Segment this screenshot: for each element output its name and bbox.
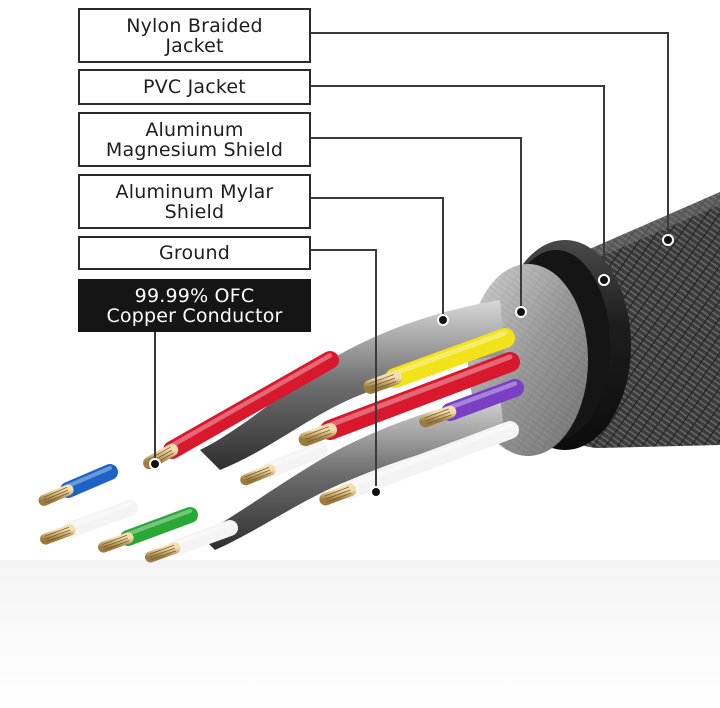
conductors	[38, 328, 524, 563]
wire-green	[98, 507, 198, 553]
copper-strand-line	[104, 540, 130, 551]
copper-strand-line	[45, 492, 70, 504]
copper-strand-line	[147, 446, 171, 461]
copper-strand-line	[45, 529, 71, 540]
copper-strand-line	[103, 537, 129, 548]
wire-yellow	[363, 328, 515, 394]
label-aluminum-mylar-shield: Aluminum Mylar Shield	[78, 174, 311, 229]
wire-insulation	[163, 351, 339, 459]
copper-strand-line	[44, 526, 70, 537]
wire-highlight	[392, 330, 508, 376]
copper-strand-line	[245, 469, 271, 481]
leader-dots	[149, 234, 674, 498]
copper-strand-line	[244, 466, 270, 478]
wire-highlight	[268, 444, 322, 468]
copper-strand-line	[102, 534, 128, 545]
copper-strand-line	[424, 408, 450, 419]
copper-strand-line	[305, 429, 331, 440]
copper-strand-line	[326, 492, 352, 503]
copper-strand-line	[426, 414, 452, 425]
copper-strand-line	[325, 489, 351, 500]
wire-highlight	[327, 354, 513, 428]
copper-strand-line	[246, 472, 272, 483]
copper-strand-line	[370, 377, 396, 388]
wire-insulation	[441, 379, 524, 421]
copper-strand-line	[46, 532, 72, 543]
wire-white1	[39, 500, 138, 545]
copper-strand-line	[304, 426, 329, 437]
wire-highlight	[66, 466, 112, 488]
wire-insulation	[62, 500, 138, 538]
wire-purple	[419, 379, 524, 428]
leader-lines	[154, 32, 669, 490]
wire-highlight	[126, 509, 192, 536]
label-copper-conductor: 99.99% OFC Copper Conductor	[78, 279, 311, 332]
wire-highlight	[169, 353, 333, 448]
wire-highlight	[173, 522, 232, 546]
wire-highlight	[447, 381, 518, 410]
wire-insulation	[262, 442, 328, 478]
wire-white2	[144, 520, 238, 563]
copper-strand-line	[151, 550, 177, 560]
copper-strand-line	[306, 432, 332, 443]
copper-strand-line	[324, 486, 350, 497]
wire-insulation	[320, 352, 520, 440]
wire-insulation	[120, 507, 198, 546]
label-aluminum-magnesium-shield: Aluminum Magnesium Shield	[78, 112, 311, 167]
mylar-foil	[200, 300, 505, 470]
floor-reflection	[0, 560, 720, 708]
label-pvc-jacket: PVC Jacket	[78, 69, 311, 105]
wire-blue	[38, 464, 118, 506]
label-nylon-braided-jacket: Nylon Braided Jacket	[78, 8, 311, 63]
wire-insulation	[167, 520, 238, 556]
wire-insulation	[60, 464, 118, 498]
copper-strand-line	[425, 411, 451, 422]
copper-strand-line	[369, 374, 394, 384]
copper-strand-line	[149, 544, 175, 555]
copper-strand-line	[150, 547, 176, 558]
copper-strand-line	[43, 489, 69, 501]
wire-highlight	[68, 502, 132, 528]
label-ground: Ground	[78, 236, 311, 270]
wire-red	[298, 352, 520, 447]
copper-strand-line	[42, 486, 68, 498]
wire-white3	[240, 442, 328, 486]
wire-insulation	[385, 328, 515, 388]
